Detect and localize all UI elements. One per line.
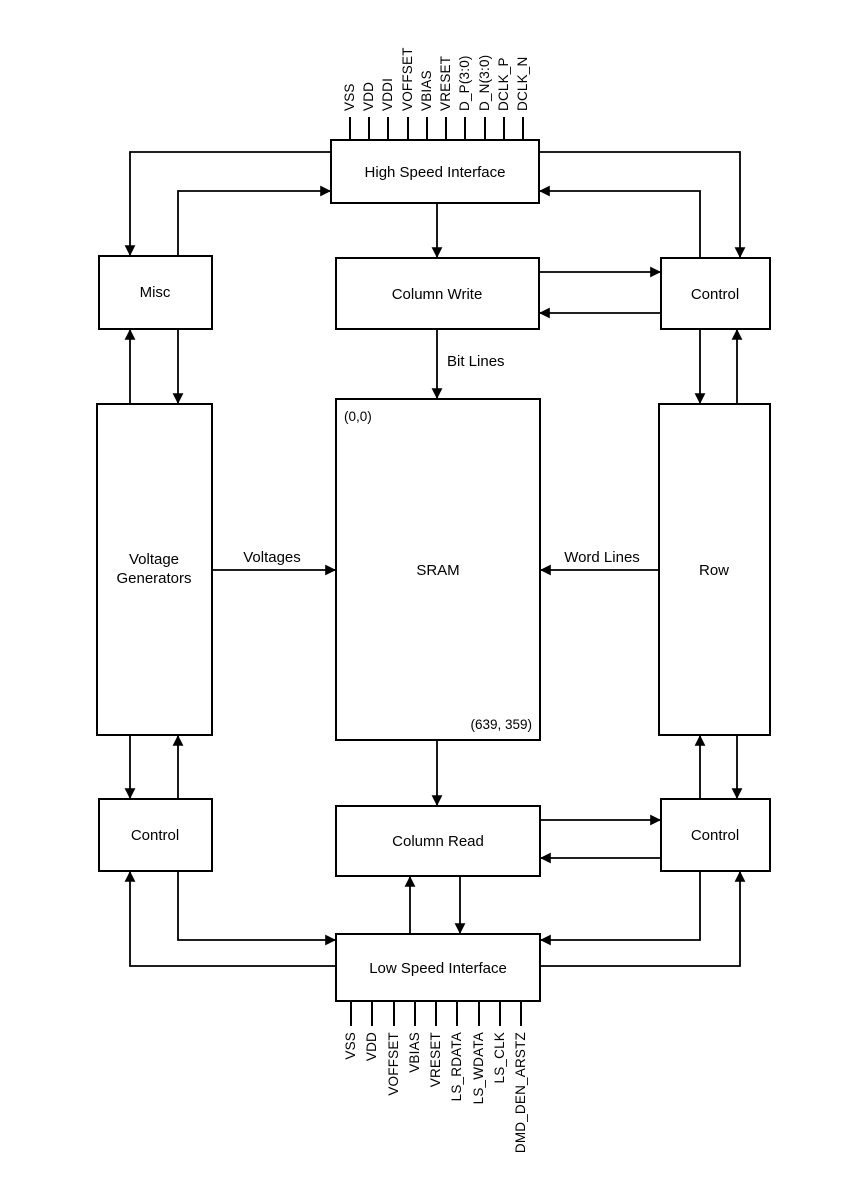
wire-hsi-to-control-top-right [539,151,746,258]
block-column-read: Column Read [335,805,541,877]
bus-label-voltages: Voltages [243,549,301,566]
sram-extent-coordinate: (639, 359) [470,717,532,732]
block-label: Misc [140,284,171,301]
wire-control-bl-to-lsi [177,871,336,946]
pin-label-top: VSS [342,83,357,111]
top-pins: VSS VDD VDDI VOFFSET VBIAS VRESET D_P(3:… [342,47,530,140]
pin-label-top: D_N(3:0) [477,55,492,111]
blocks: High Speed Interface Misc Column Write C… [96,139,771,1002]
wire-lsi-to-control-bl [124,871,336,967]
block-label: SRAM [416,562,459,579]
block-label-line1: Voltage [129,551,179,568]
block-label: Control [691,827,739,844]
block-control-top-right: Control [660,257,771,330]
block-label: Column Write [392,286,483,303]
block-rect [96,403,213,736]
block-sram: (0,0) SRAM (639, 359) [335,398,541,741]
wire-lsi-to-control-br [540,871,746,967]
bus-label-word-lines: Word Lines [564,549,640,566]
wire-control-top-right-to-hsi [539,185,701,258]
block-rect [335,805,541,877]
pin-label-bottom: VSS [343,1032,358,1060]
bus-label-bit-lines: Bit Lines [447,353,505,370]
pin-label-top: VDD [361,82,376,111]
pin-label-bottom: VOFFSET [386,1032,401,1096]
pin-label-top: DCLK_P [496,57,511,111]
pin-label-bottom: DMD_DEN_ARSTZ [513,1032,528,1153]
block-control-bottom-left: Control [98,798,213,872]
block-misc: Misc [98,255,213,330]
pin-label-top: VBIAS [419,70,434,111]
block-high-speed-interface: High Speed Interface [330,139,540,204]
block-rect [660,798,771,872]
pin-label-top: VDDI [380,78,395,111]
pin-label-top: D_P(3:0) [457,55,472,111]
pin-label-bottom: LS_WDATA [471,1032,486,1104]
block-rect [660,257,771,330]
wire-hsi-to-misc [124,151,331,256]
block-rect [335,933,541,1002]
block-rect [98,798,213,872]
block-row: Row [658,403,771,736]
block-column-write: Column Write [335,257,540,330]
block-rect [330,139,540,204]
bottom-pins: VSS VDD VOFFSET VBIAS VRESET LS_RDATA LS… [343,1001,528,1153]
pin-label-top: VRESET [438,56,453,111]
block-label: Low Speed Interface [369,960,507,977]
block-rect [658,403,771,736]
block-label: Control [131,827,179,844]
block-rect [98,255,213,330]
bus-labels: Bit Lines Voltages Word Lines [243,353,640,566]
pin-label-bottom: VBIAS [407,1032,422,1073]
block-label: Control [691,286,739,303]
block-label: Column Read [392,833,484,850]
wires [124,151,746,967]
wire-misc-to-hsi [177,185,331,256]
block-rect [335,398,541,741]
block-label: Row [699,562,729,579]
pin-label-bottom: VRESET [428,1032,443,1087]
block-voltage-generators: Voltage Generators [96,403,213,736]
block-low-speed-interface: Low Speed Interface [335,933,541,1002]
pin-label-top: VOFFSET [400,47,415,111]
block-label: High Speed Interface [365,164,506,181]
block-control-bottom-right: Control [660,798,771,872]
pin-label-top: DCLK_N [515,57,530,111]
block-label-line2: Generators [116,570,191,587]
pin-label-bottom: LS_RDATA [449,1032,464,1101]
pin-label-bottom: LS_CLK [492,1032,507,1083]
block-rect [335,257,540,330]
wire-control-br-to-lsi [540,871,701,946]
sram-origin-coordinate: (0,0) [344,409,372,424]
pin-label-bottom: VDD [364,1032,379,1061]
